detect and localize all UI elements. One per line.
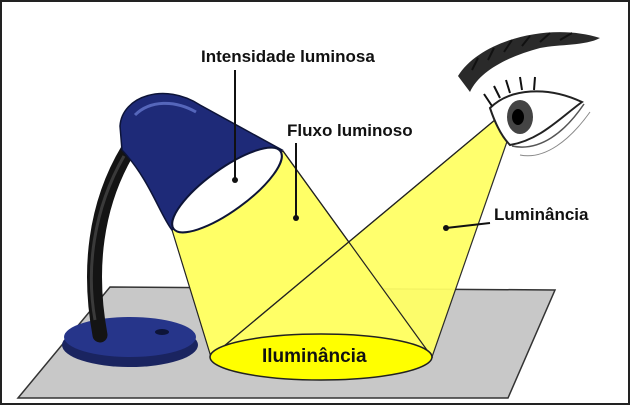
eye-icon xyxy=(458,32,600,157)
label-iluminancia: Iluminância xyxy=(262,346,367,367)
ray-line xyxy=(282,150,433,358)
ray-line xyxy=(210,118,497,358)
illuminated-spot xyxy=(209,333,433,381)
label-intensidade-luminosa: Intensidade luminosa xyxy=(201,47,375,66)
pointer-luminancia xyxy=(445,222,491,229)
label-fluxo-luminoso: Fluxo luminoso xyxy=(287,121,413,140)
label-luminancia: Luminância xyxy=(494,205,589,224)
desk-lamp-icon xyxy=(62,92,284,367)
